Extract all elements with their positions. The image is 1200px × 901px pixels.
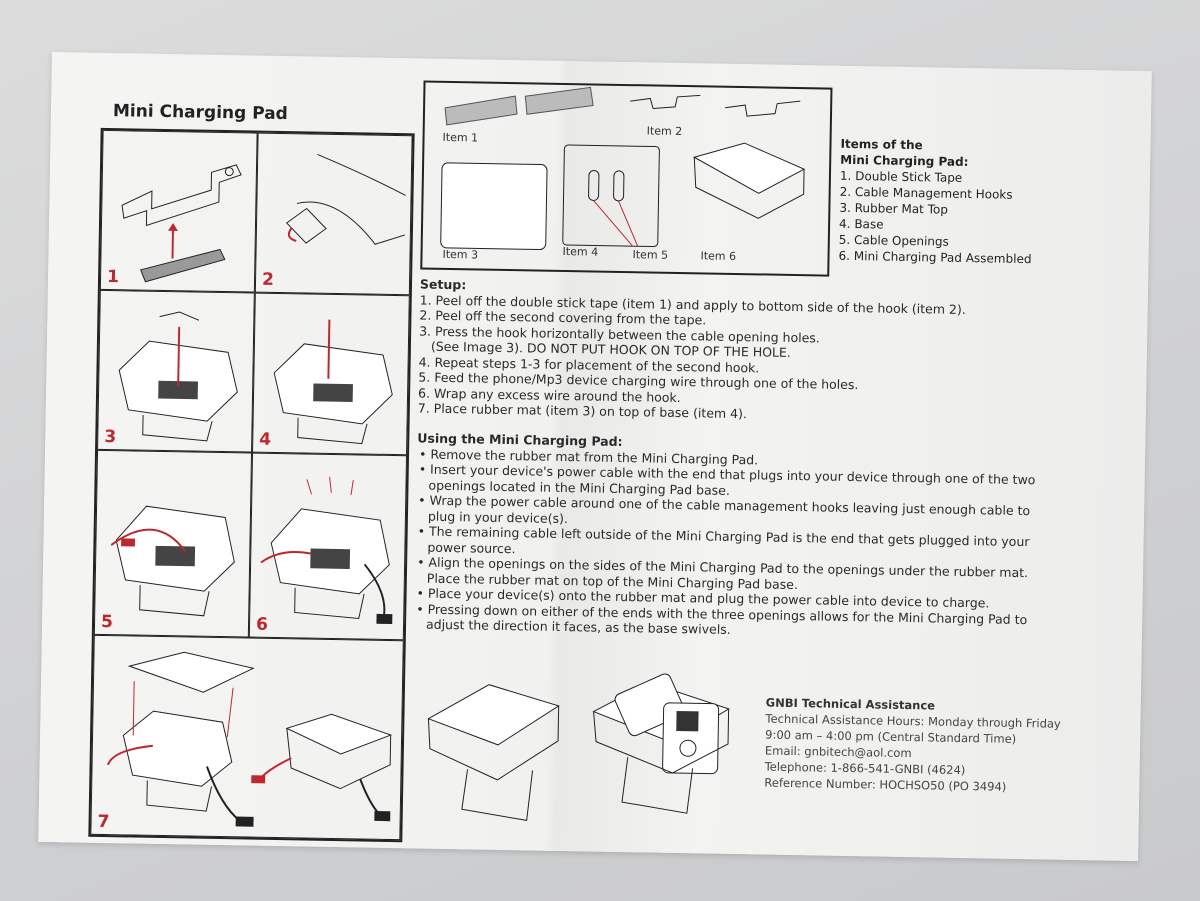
step-5: 5 — [93, 449, 253, 638]
step-number: 1 — [106, 266, 120, 288]
step-7: 7 — [90, 634, 404, 841]
hook-tape-illustration — [121, 164, 242, 283]
step-4: 4 — [252, 292, 410, 456]
list-item: 6. Mini Charging Pad Assembled — [838, 248, 1032, 267]
peel-tape-illustration — [285, 153, 406, 245]
step-illustrations: 1 2 3 4 5 6 7 — [88, 127, 415, 843]
base-hook-illustration — [118, 311, 238, 442]
items-list: Items of the Mini Charging Pad: 1. Doubl… — [838, 136, 1033, 267]
step-3: 3 — [97, 289, 255, 453]
step-number: 4 — [259, 429, 272, 450]
instruction-sheet: Mini Charging Pad 1 2 3 4 5 6 7 — [38, 52, 1152, 862]
step-number: 7 — [97, 811, 110, 833]
devices-illustration — [427, 673, 730, 821]
step-number: 3 — [104, 426, 117, 448]
setup-section: Setup: 1. Peel off the double stick tape… — [418, 276, 1040, 426]
technical-assistance: GNBI Technical Assistance Technical Assi… — [764, 695, 1061, 796]
step-2: 2 — [254, 132, 413, 296]
step-6: 6 — [248, 452, 408, 641]
items-illustration — [440, 86, 806, 251]
step-1: 1 — [99, 129, 258, 293]
item-6-label: Item 6 — [700, 249, 737, 263]
step-number: 6 — [255, 614, 269, 635]
cable-wrap-illustration — [110, 505, 235, 617]
page-title: Mini Charging Pad — [112, 101, 288, 125]
item-5-label: Item 5 — [632, 248, 669, 262]
using-section: Using the Mini Charging Pad: Remove the … — [414, 430, 1037, 642]
items-diagram: Item 1 Item 2 Item 3 Item 4 Item 5 Item … — [420, 80, 833, 277]
item-3-label: Item 3 — [442, 247, 479, 262]
item-2-label: Item 2 — [646, 124, 683, 139]
item-1-label: Item 1 — [442, 130, 479, 145]
base-hook-illustration — [273, 319, 393, 445]
cable-route-illustration — [260, 476, 393, 625]
step-number: 2 — [261, 269, 275, 290]
step-number: 5 — [100, 611, 114, 633]
item-4-label: Item 4 — [562, 244, 599, 259]
assembly-illustration — [107, 651, 393, 827]
